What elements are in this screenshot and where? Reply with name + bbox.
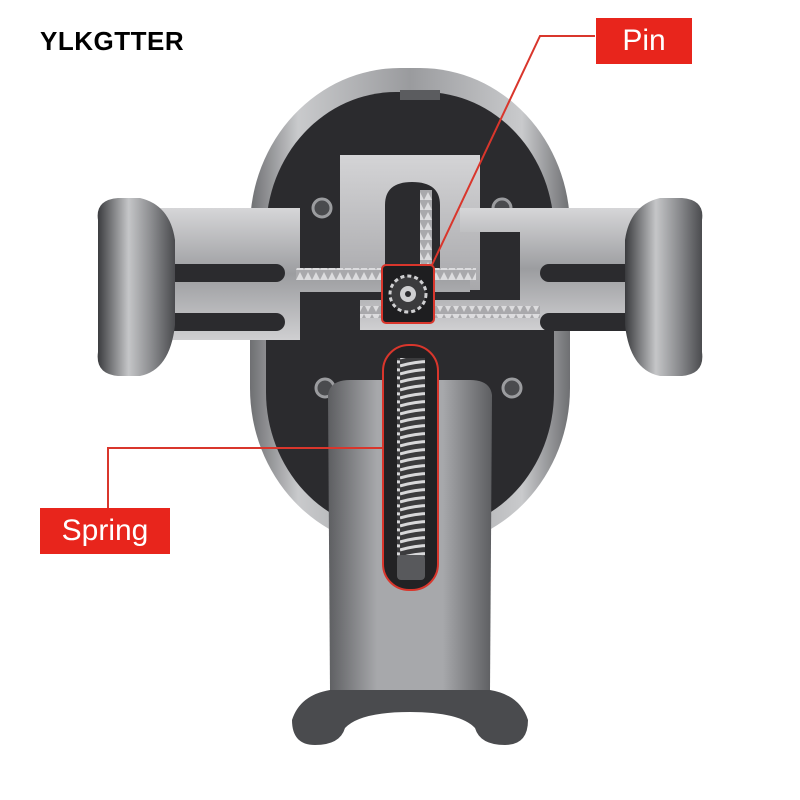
- spring-callout-label: Spring: [40, 508, 170, 554]
- brand-watermark: YLKGTTER: [40, 26, 185, 56]
- pin-callout-label: Pin: [596, 18, 692, 64]
- pin-gear: [381, 264, 435, 324]
- center-plate: [340, 155, 480, 290]
- left-grip: [97, 198, 175, 376]
- leader-lines: [107, 35, 595, 512]
- right-grip: [625, 198, 703, 376]
- spring: [382, 344, 439, 591]
